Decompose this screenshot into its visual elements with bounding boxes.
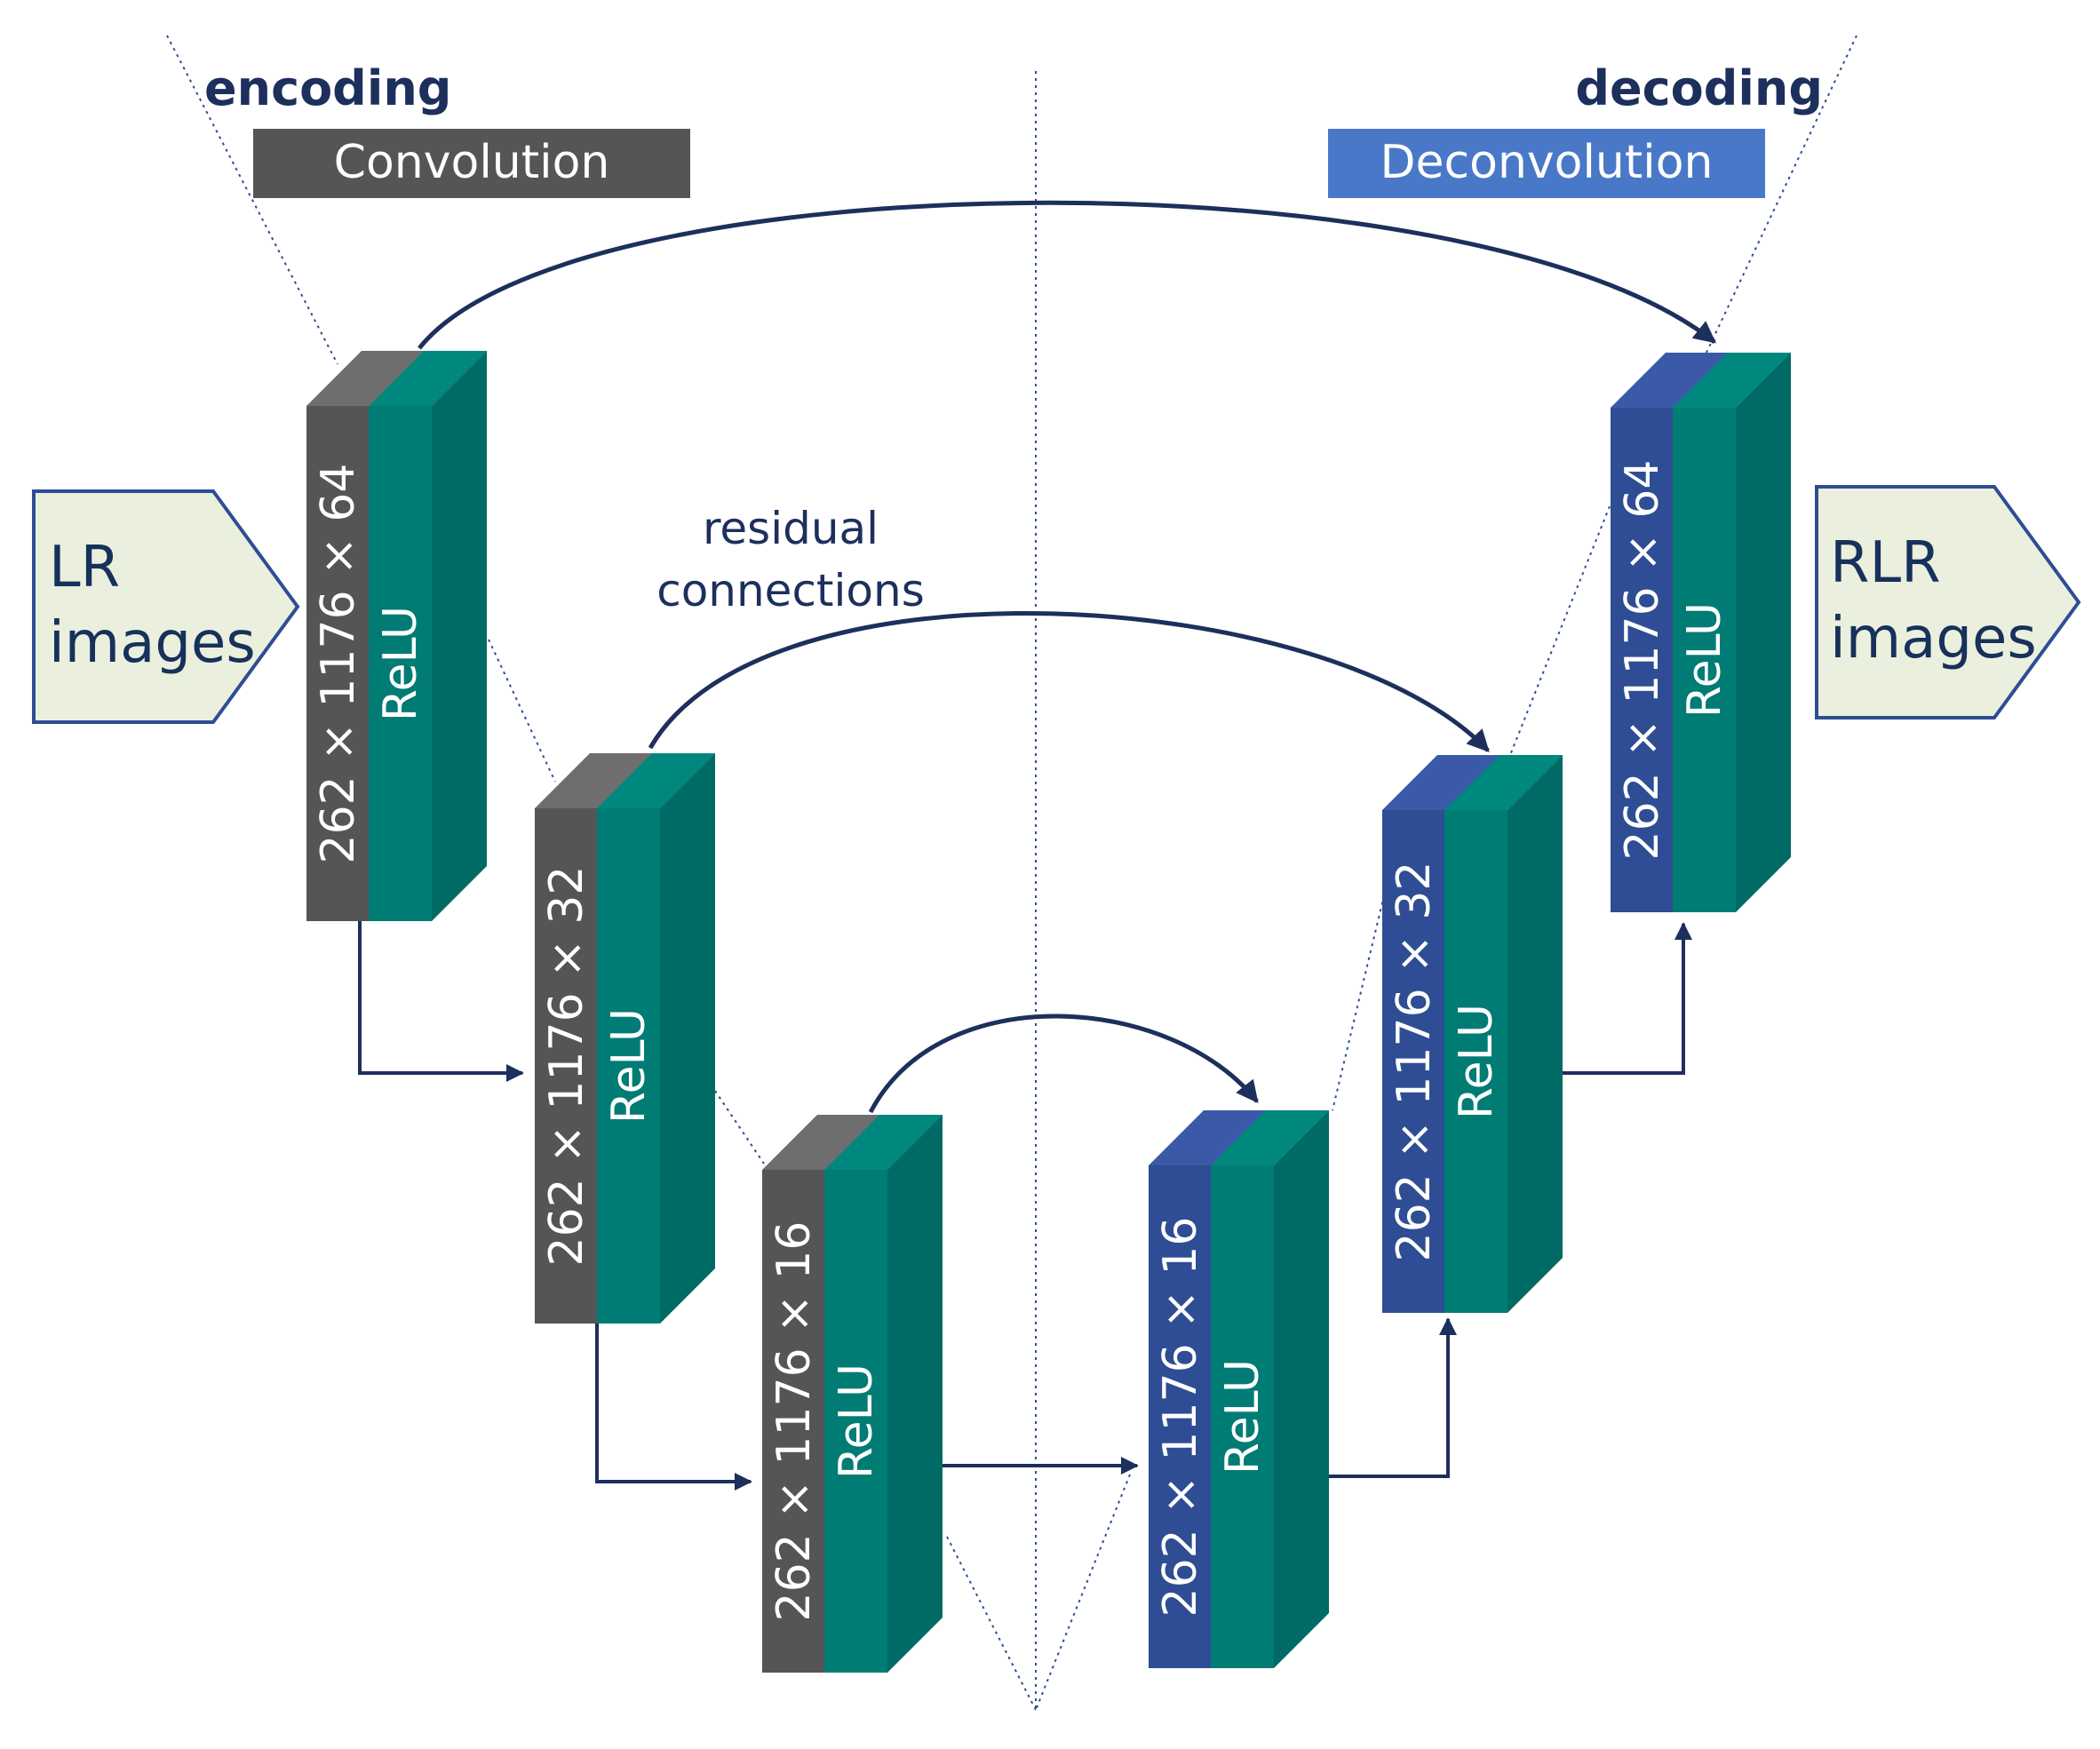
block-side	[1507, 755, 1563, 1313]
block-enc2: 262 × 1176 × 32 ReLU	[535, 753, 715, 1324]
residual-arc-3	[868, 1014, 1259, 1114]
relu-face	[824, 1170, 887, 1673]
block-dec1-activation: ReLU	[1678, 602, 1731, 718]
decoding-label: decoding	[1575, 60, 1823, 116]
guide-left-1	[166, 35, 338, 365]
relu-face	[1673, 408, 1736, 912]
legend-convolution-text: Convolution	[334, 136, 610, 189]
block-top-relu	[369, 351, 487, 406]
block-top-relu	[1211, 1110, 1329, 1165]
deconv-face	[1382, 810, 1444, 1313]
block-dec2-dims: 262 × 1176 × 32	[1388, 861, 1441, 1261]
input-node: LR images	[32, 489, 300, 724]
input-shape	[32, 489, 300, 724]
output-label-line2: images	[1830, 606, 2037, 672]
guide-left-3	[714, 1090, 765, 1165]
block-side	[1274, 1110, 1329, 1668]
block-dec2: 262 × 1176 × 32 ReLU	[1382, 755, 1563, 1313]
block-dec1-dims: 262 × 1176 × 64	[1616, 459, 1669, 860]
output-label-line1: RLR	[1830, 530, 1941, 596]
guide-lines	[166, 35, 1857, 1711]
guide-right-4	[1035, 1474, 1131, 1711]
block-dec3-dims: 262 × 1176 × 16	[1154, 1216, 1207, 1617]
block-enc3-dims: 262 × 1176 × 16	[768, 1220, 821, 1621]
block-enc3: 262 × 1176 × 16 ReLU	[762, 1115, 943, 1673]
residual-connections	[418, 200, 1716, 1114]
guide-right-3	[1332, 887, 1387, 1111]
block-top-relu	[824, 1115, 943, 1170]
legend-convolution-swatch	[253, 129, 690, 198]
block-enc2-activation: ReLU	[602, 1008, 656, 1124]
block-enc1: 262 × 1176 × 64 ReLU	[306, 351, 487, 921]
encoding-label: encoding	[204, 60, 451, 116]
block-side	[887, 1115, 943, 1673]
output-node: RLR images	[1815, 485, 2081, 719]
conv-face	[535, 808, 597, 1324]
conv-face	[306, 406, 369, 921]
block-top-relu	[1673, 353, 1791, 408]
residual-arc-1	[418, 200, 1716, 350]
flow-dec3-dec2	[1329, 1317, 1457, 1478]
legend-deconvolution: Deconvolution	[1328, 129, 1765, 198]
deconv-face	[1149, 1165, 1211, 1668]
block-dec3-activation: ReLU	[1216, 1359, 1269, 1475]
block-enc2-dims: 262 × 1176 × 32	[540, 865, 593, 1266]
guide-left-4	[946, 1536, 1037, 1711]
relu-face	[1444, 810, 1507, 1313]
conv-face	[762, 1170, 824, 1673]
legend-deconvolution-text: Deconvolution	[1380, 136, 1714, 189]
flow-enc1-enc2	[358, 921, 524, 1082]
output-shape	[1815, 485, 2081, 719]
guide-right-1	[1696, 35, 1857, 374]
block-top-relu	[597, 753, 715, 808]
block-enc3-activation: ReLU	[830, 1363, 883, 1479]
residual-label-line1: residual	[703, 503, 879, 554]
flow-dec2-dec1	[1563, 922, 1692, 1075]
block-top-relu	[1444, 755, 1563, 810]
guide-right-2	[1509, 505, 1611, 756]
residual-label-line2: connections	[656, 565, 925, 616]
block-dec1: 262 × 1176 × 64 ReLU	[1611, 353, 1791, 912]
deconv-face	[1611, 408, 1673, 912]
flow-enc2-enc3	[595, 1324, 752, 1491]
block-enc1-activation: ReLU	[374, 606, 427, 721]
relu-face	[597, 808, 660, 1324]
block-enc1-dims: 262 × 1176 × 64	[312, 463, 365, 863]
flow-connectors	[358, 921, 1692, 1491]
input-label-line1: LR	[49, 535, 120, 600]
block-side	[1736, 353, 1791, 912]
legend-deconvolution-swatch	[1328, 129, 1765, 198]
guide-left-2	[488, 639, 556, 783]
block-side	[660, 753, 715, 1324]
relu-face	[1211, 1165, 1274, 1668]
input-label-line2: images	[49, 610, 256, 676]
block-dec3: 262 × 1176 × 16 ReLU	[1149, 1110, 1329, 1668]
legend-convolution: Convolution	[253, 129, 690, 198]
relu-face	[369, 406, 432, 921]
block-side	[432, 351, 487, 921]
block-dec2-activation: ReLU	[1450, 1004, 1503, 1119]
residual-arc-2	[648, 610, 1490, 752]
